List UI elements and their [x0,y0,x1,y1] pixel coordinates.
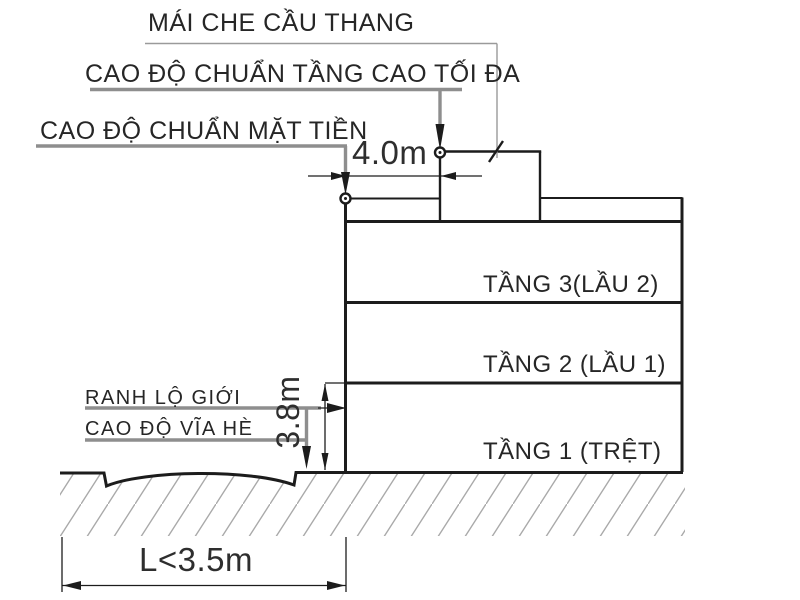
right-arrow-icon [327,403,346,413]
building-outline [344,197,684,472]
parapet-line [348,197,683,200]
road-boundary-leader [85,403,346,413]
floor-1-label: TẦNG 1 (TRỆT) [483,438,662,465]
floor-height-dimension-value: 3.8m [270,375,306,449]
sidewalk-level-label: CAO ĐỘ VĨA HÈ [85,418,254,440]
max-height-level-leader [90,87,462,124]
left-arrow-icon [441,172,456,180]
stair-roof-label: MÁI CHE CẦU THANG [148,9,415,37]
up-arrow-icon [321,384,329,401]
ground-surface-line [60,471,683,489]
left-arrow-icon [63,581,81,590]
facade-target-marker-icon [339,192,352,205]
road-boundary-label: RANH LỘ GIỚI [85,387,242,409]
down-arrow-icon [341,172,350,195]
floor-height-dimension [321,382,346,470]
max-height-level-label: CAO ĐỘ CHUẨN TẦNG CAO TỐI ĐA [85,60,521,88]
ground-hatch [60,472,685,536]
right-arrow-icon [331,172,346,180]
stair-cover-box [438,150,542,221]
road-width-dimension-value: L<3.5m [139,541,253,578]
setback-dimension [308,172,482,180]
down-arrow-icon [435,124,445,150]
road-width-dimension [61,537,347,592]
down-arrow-icon [302,446,311,469]
stair-roof-leader [145,42,504,163]
down-arrow-icon [321,453,329,470]
floor-3-label: TẦNG 3(LẦU 2) [483,271,659,298]
floor-2-label: TẦNG 2 (LẦU 1) [483,351,667,378]
slash-tick-icon [488,140,504,163]
facade-level-label: CAO ĐỘ CHUẨN MẶT TIỀN [40,117,368,145]
max-height-target-marker-icon [433,146,447,159]
setback-dimension-value: 4.0m [352,134,428,171]
sidewalk-level-leader [85,408,311,469]
facade-level-leader [36,144,348,172]
right-arrow-icon [327,581,345,590]
